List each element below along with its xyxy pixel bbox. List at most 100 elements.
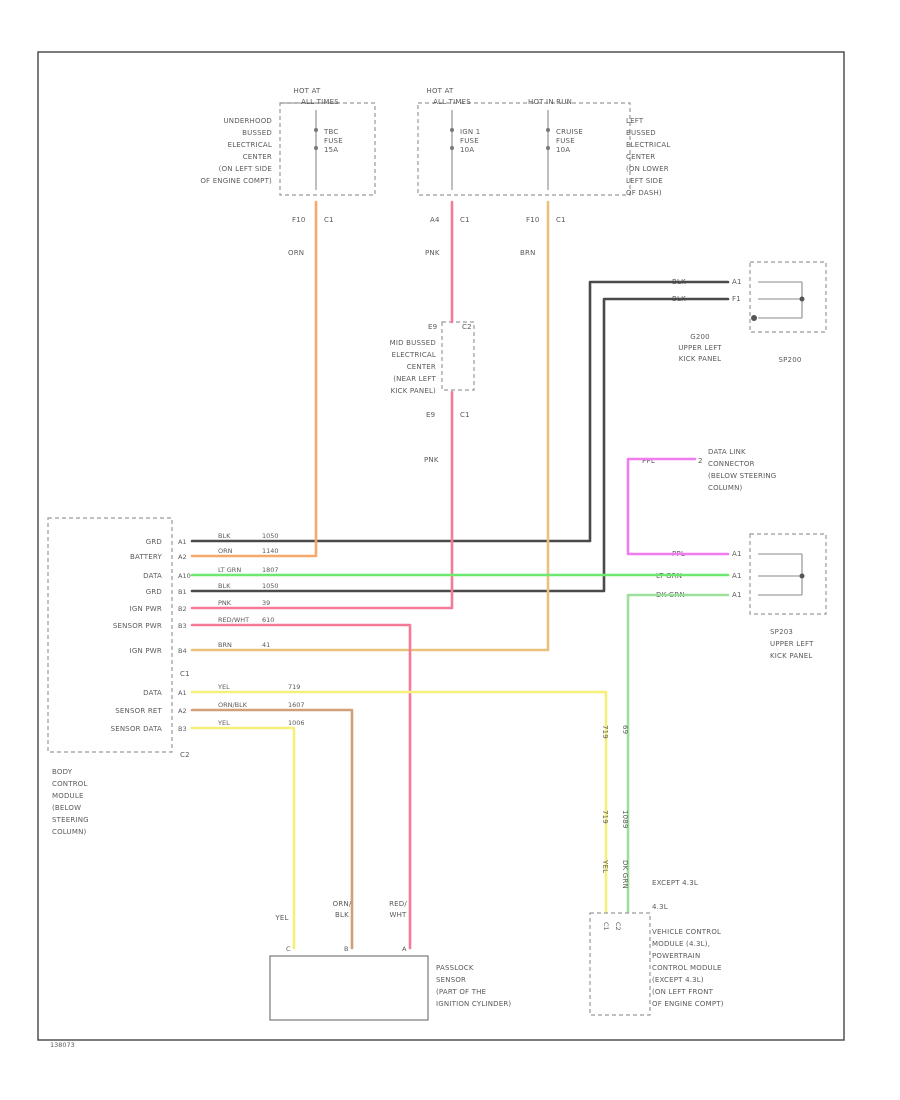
bcm-wire-circuit-4: 39 — [262, 599, 270, 607]
mid-line-3: CENTER — [407, 363, 436, 371]
bcm-pin-label-7: DATA — [143, 689, 162, 697]
bcm-line-3: MODULE — [52, 792, 84, 800]
underhood-line-1: UNDERHOOD — [223, 117, 272, 125]
bcm-pin-label-1: BATTERY — [130, 553, 163, 561]
hot-label-1: HOT AT — [294, 87, 322, 95]
pin-f10-a: F10 — [292, 216, 306, 224]
g200-pin-1: A1 — [732, 278, 742, 286]
bcm-wire-circuit-2: 1807 — [262, 566, 279, 574]
sensor-line-2: SENSOR — [436, 976, 466, 984]
underhood-line-6: OF ENGINE COMPT) — [200, 177, 272, 185]
pin-a4: A4 — [430, 216, 440, 224]
left-center-line-3: ELECTRICAL — [626, 141, 670, 149]
sensor-line-3: (PART OF THE — [436, 988, 486, 996]
underhood-line-4: CENTER — [243, 153, 272, 161]
sp203-line-2: KICK PANEL — [770, 652, 812, 660]
bcm-pin-id-9: B3 — [178, 725, 187, 733]
sp203-pin-2: A1 — [732, 572, 742, 580]
sp203-name: SP203 — [770, 628, 793, 636]
bcm-pin-id-6: B4 — [178, 647, 187, 655]
bcm-pin-id-4: B2 — [178, 605, 187, 613]
wire-dkgrn-vcm — [626, 593, 730, 914]
wire-redwht-sensor — [190, 623, 412, 950]
mid-pin-e9-top: E9 — [428, 323, 437, 331]
fuse-cruise-name: CRUISE — [556, 128, 583, 136]
bcm-connector-c2: C2 — [180, 751, 190, 759]
sensor-line-1: PASSLOCK — [436, 964, 474, 972]
bcm-wire-color-8: ORN/BLK — [218, 701, 248, 709]
wire-blk-ground-2 — [190, 297, 730, 593]
dlc-line-1: DATA LINK — [708, 448, 746, 456]
wire-label-brn: BRN — [520, 249, 536, 257]
underhood-line-3: ELECTRICAL — [228, 141, 272, 149]
g200-name: G200 — [690, 333, 710, 341]
vcm-line-1: VEHICLE CONTROL — [652, 928, 721, 936]
vcm-43l-label: 4.3L — [652, 903, 668, 911]
left-center-line-2: BUSSED — [626, 129, 656, 137]
bcm-wire-circuit-7: 719 — [288, 683, 300, 691]
vcm-line-4: CONTROL MODULE — [652, 964, 722, 972]
hot-label-2: HOT AT — [427, 87, 455, 95]
underhood-fuse-box: HOT AT ALL TIMES TBC FUSE 15A UNDERHOOD … — [200, 87, 376, 196]
wire-ppl-dlc — [626, 457, 730, 556]
left-fuse-box: HOT AT ALL TIMES HOT IN RUN IGN 1 FUSE 1… — [417, 87, 670, 197]
mid-line-4: (NEAR LEFT — [393, 375, 436, 383]
bcm-wire-color-0: BLK — [218, 532, 231, 540]
vcm-dkgrn-circuit: 1089 — [621, 810, 629, 829]
bcm-wire-color-7: YEL — [217, 683, 230, 691]
mid-line-2: ELECTRICAL — [392, 351, 436, 359]
bcm-pin-label-8: SENSOR RET — [115, 707, 162, 715]
fuse-ign1-type: FUSE — [460, 137, 479, 145]
bcm-pin-id-7: A1 — [178, 689, 187, 697]
vcm-except-label: EXCEPT 4.3L — [652, 879, 698, 887]
sensor-pin-a: A — [402, 945, 407, 953]
dlc-line-4: COLUMN) — [708, 484, 743, 492]
wires — [190, 200, 730, 950]
bcm-pin-id-2: A10 — [178, 572, 191, 580]
vcm-line-6: (ON LEFT FRONT — [652, 988, 714, 996]
wire-label-orn: ORN — [288, 249, 304, 257]
vehicle-control-module: 719 1089 719 69 YEL DK GRN EXCEPT 4.3L 4… — [589, 725, 724, 1016]
underhood-line-5: (ON LEFT SIDE — [219, 165, 272, 173]
mid-line-1: MID BUSSED — [390, 339, 436, 347]
wire-brn-sensor — [190, 200, 550, 652]
bcm-wire-circuit-3: 1050 — [262, 582, 279, 590]
bcm-wire-color-3: BLK — [218, 582, 231, 590]
hot-in-run-label: HOT IN RUN — [528, 98, 572, 106]
bcm-connector-c1: C1 — [180, 670, 190, 678]
vcm-circuit-sm2: 69 — [621, 725, 629, 734]
bcm-pin-label-3: GRD — [146, 588, 162, 596]
left-center-line-1: LEFT — [626, 117, 644, 125]
sp203-line-1: UPPER LEFT — [770, 640, 814, 648]
bcm-pin-id-0: A1 — [178, 538, 187, 546]
fuse-cruise-rating: 10A — [556, 146, 570, 154]
ground-g200: BLK BLK A1 F1 G200 UPPER LEFT KICK PANEL… — [672, 261, 827, 364]
bcm-wire-circuit-6: 41 — [262, 641, 270, 649]
mid-line-5: KICK PANEL) — [391, 387, 436, 395]
wire-label-pnk: PNK — [425, 249, 440, 257]
bcm-pin-id-5: B3 — [178, 622, 187, 630]
vcm-circuit-sm1: 719 — [601, 725, 609, 739]
sensor-wire-3a: RED/ — [389, 900, 407, 908]
sensor-wire-3b: WHT — [389, 911, 407, 919]
bcm-line-6: COLUMN) — [52, 828, 87, 836]
vcm-line-5: (EXCEPT 4.3L) — [652, 976, 704, 984]
dlc-line-2: CONNECTOR — [708, 460, 755, 468]
pin-f10-b: F10 — [526, 216, 540, 224]
hot-label-1b: ALL TIMES — [301, 98, 339, 106]
hot-label-2b: ALL TIMES — [433, 98, 471, 106]
bcm-wire-circuit-0: 1050 — [262, 532, 279, 540]
diagram-frame — [37, 51, 845, 1041]
bcm-line-1: BODY — [52, 768, 73, 776]
left-center-line-4: CENTER — [626, 153, 655, 161]
sensor-wire-2a: ORN/ — [333, 900, 352, 908]
dlc-pin: 2 — [698, 457, 703, 465]
bcm-wire-color-4: PNK — [218, 599, 232, 607]
bcm-line-5: STEERING — [52, 816, 89, 824]
sensor-line-4: IGNITION CYLINDER) — [436, 1000, 511, 1008]
sensor-pin-b: B — [344, 945, 348, 953]
